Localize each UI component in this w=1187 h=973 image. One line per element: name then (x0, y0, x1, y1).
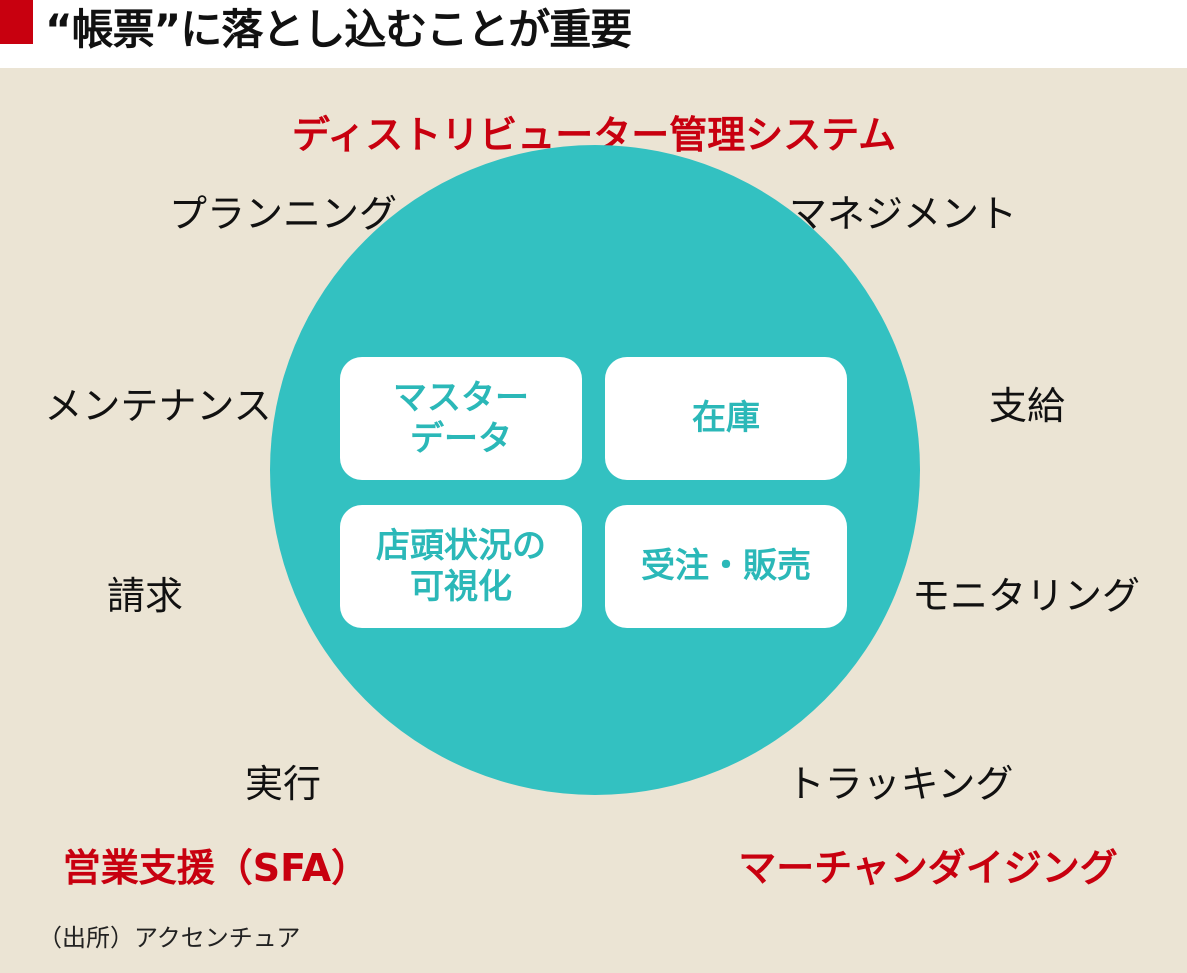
box-line: 在庫 (692, 398, 760, 439)
sfa-title: 営業支援（SFA） (62, 846, 370, 890)
box-store-visualization: 店頭状況の 可視化 (340, 505, 582, 628)
label-maintenance: メンテナンス (44, 384, 272, 428)
page-title: “帳票”に落とし込むことが重要 (45, 5, 632, 54)
label-tracking: トラッキング (786, 762, 1014, 806)
label-monitoring: モニタリング (911, 574, 1141, 618)
source-note: （出所）アクセンチュア (38, 924, 301, 952)
box-line: マスター (393, 377, 529, 418)
header-accent-bar (0, 0, 33, 44)
merchandising-title: マーチャンダイジング (738, 846, 1118, 890)
box-line: 受注・販売 (641, 546, 811, 587)
box-line: 可視化 (410, 566, 512, 607)
box-orders-sales: 受注・販売 (605, 505, 847, 628)
label-execution: 実行 (244, 762, 322, 806)
box-inventory: 在庫 (605, 357, 847, 480)
label-management: マネジメント (788, 192, 1018, 236)
label-planning: プランニング (168, 192, 398, 236)
box-line: データ (410, 418, 512, 459)
label-supply: 支給 (988, 384, 1066, 428)
box-line: 店頭状況の (376, 525, 546, 566)
box-master-data: マスター データ (340, 357, 582, 480)
label-billing: 請求 (106, 574, 184, 618)
